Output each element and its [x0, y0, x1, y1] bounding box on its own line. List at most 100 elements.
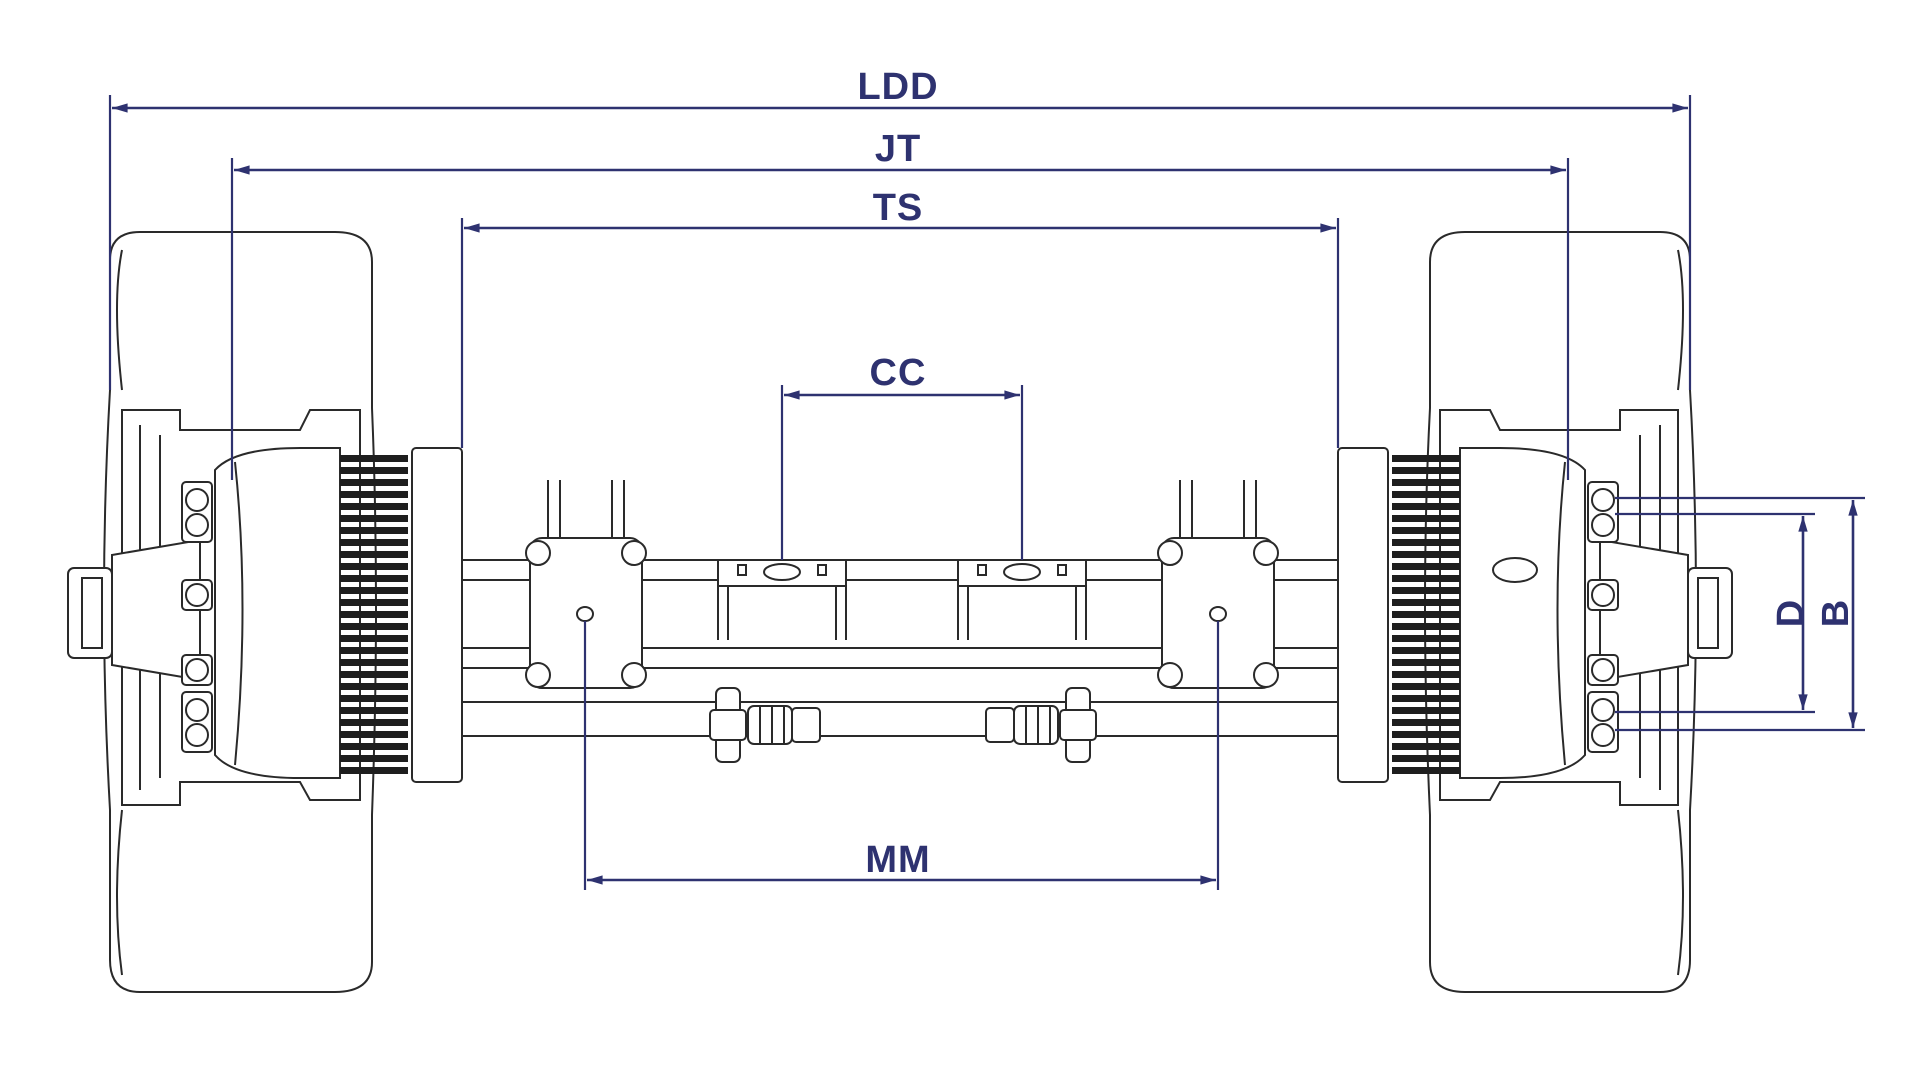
drum-fin — [1392, 623, 1460, 630]
drum-fin — [340, 695, 408, 702]
dimension-cc: CC — [780, 352, 1024, 560]
drum-fin — [340, 551, 408, 558]
label-ts: TS — [873, 187, 924, 229]
drum-fin — [1392, 731, 1460, 738]
right-spring-seat — [1157, 480, 1279, 689]
drum-fin — [340, 599, 408, 606]
drum-fin — [340, 575, 408, 582]
right-rim — [1439, 409, 1679, 806]
right-camshaft-bushing — [985, 687, 1097, 763]
dimension-d: D — [1615, 512, 1815, 714]
drum-fin — [340, 611, 408, 618]
drum-fin — [340, 659, 408, 666]
drum-fin — [1392, 647, 1460, 654]
drum-fin — [340, 623, 408, 630]
drum-fin — [1392, 635, 1460, 642]
left-drum-fins — [340, 455, 408, 774]
right-wheel — [1337, 231, 1733, 993]
right-tire-tread-line-2 — [1677, 809, 1684, 976]
left-spring-seat — [525, 480, 647, 689]
drum-fin — [1392, 551, 1460, 558]
left-tire-top — [109, 231, 373, 408]
right-tire-tread-line — [1677, 249, 1684, 391]
label-jt: JT — [875, 128, 921, 170]
drum-fin — [1392, 755, 1460, 762]
right-brake-drum — [1459, 447, 1586, 779]
drum-fin — [1392, 695, 1460, 702]
drum-fin — [1392, 563, 1460, 570]
drum-fin — [1392, 611, 1460, 618]
camshaft-tube — [461, 701, 1339, 737]
drum-fin — [340, 683, 408, 690]
drum-fin — [340, 731, 408, 738]
drum-fin — [1392, 515, 1460, 522]
right-backing-plate — [1337, 447, 1389, 783]
drum-fin — [1392, 599, 1460, 606]
label-ldd: LDD — [857, 66, 938, 108]
right-drum-contour — [1556, 461, 1566, 766]
drum-fin — [1392, 719, 1460, 726]
drum-fin — [340, 755, 408, 762]
label-cc: CC — [870, 352, 927, 394]
dimension-ldd: LDD — [108, 66, 1692, 390]
left-drum-contour — [234, 461, 244, 766]
drum-fin — [1392, 503, 1460, 510]
left-wheel — [67, 231, 463, 993]
left-wheel-studs — [181, 481, 213, 753]
drum-fin — [340, 743, 408, 750]
drum-fin — [1392, 743, 1460, 750]
drum-fin — [1392, 527, 1460, 534]
dimension-ts: TS — [460, 187, 1340, 448]
drum-fin — [340, 647, 408, 654]
drum-fin — [1392, 539, 1460, 546]
drum-fin — [340, 671, 408, 678]
drum-fin — [340, 563, 408, 570]
drum-fin — [340, 587, 408, 594]
drum-fin — [1392, 491, 1460, 498]
left-backing-plate — [411, 447, 463, 783]
right-drum-fins — [1392, 455, 1460, 774]
right-wheel-studs — [1587, 481, 1619, 753]
drum-fin — [1392, 467, 1460, 474]
right-chamber-bracket — [957, 559, 1087, 640]
label-mm: MM — [865, 839, 930, 881]
drum-fin — [340, 539, 408, 546]
drum-fin — [1392, 707, 1460, 714]
drum-fin — [340, 767, 408, 774]
left-brake-drum — [214, 447, 341, 779]
dimension-jt: JT — [230, 128, 1570, 480]
drum-fin — [340, 467, 408, 474]
left-rim — [121, 409, 361, 806]
drum-fin — [340, 491, 408, 498]
left-tire-tread-line-2 — [116, 809, 123, 976]
left-tire-tread-line — [116, 249, 123, 391]
drum-fin — [340, 455, 408, 462]
drum-fin — [1392, 683, 1460, 690]
right-inspection-hole — [1492, 557, 1538, 583]
drum-fin — [1392, 587, 1460, 594]
right-axle-cap-inner — [1697, 577, 1719, 649]
drum-fin — [1392, 575, 1460, 582]
drum-fin — [1392, 479, 1460, 486]
left-axle-cap-inner — [81, 577, 103, 649]
drum-fin — [340, 503, 408, 510]
drum-fin — [1392, 455, 1460, 462]
drum-fin — [340, 635, 408, 642]
drum-fin — [1392, 767, 1460, 774]
label-b: B — [1815, 599, 1857, 627]
drum-fin — [340, 719, 408, 726]
drum-fin — [340, 515, 408, 522]
left-tire-bottom — [109, 810, 373, 993]
dimension-mm: MM — [583, 621, 1220, 890]
drum-fin — [1392, 659, 1460, 666]
dimension-b: B — [1615, 496, 1865, 732]
drum-fin — [1392, 671, 1460, 678]
drum-fin — [340, 479, 408, 486]
drum-fin — [340, 707, 408, 714]
left-camshaft-bushing — [709, 687, 821, 763]
label-d: D — [1770, 599, 1812, 627]
right-tire-bottom — [1429, 810, 1691, 993]
right-tire-top — [1429, 231, 1691, 408]
